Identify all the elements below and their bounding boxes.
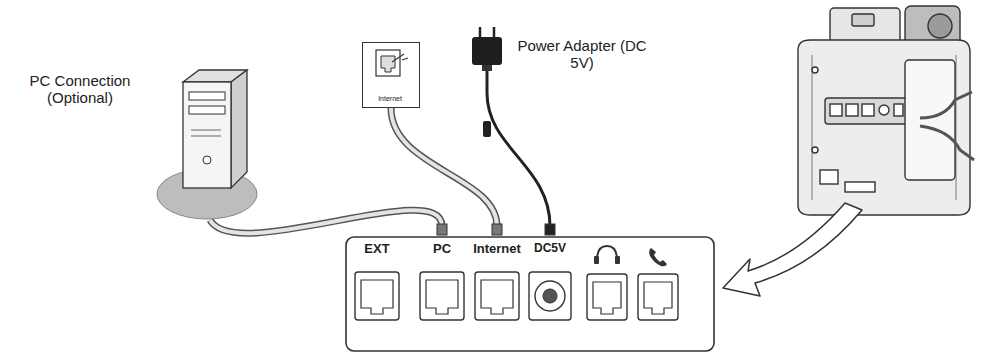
cable-plug — [437, 224, 447, 235]
port-label: DC5V — [534, 242, 566, 256]
port-label: Internet — [473, 242, 521, 257]
pc-tower: PC Connection (Optional) — [5, 60, 260, 220]
cable — [210, 210, 447, 235]
jack-label: Internet — [363, 95, 417, 103]
device-label: PC Connection (Optional) — [7, 72, 153, 107]
cable-line — [487, 93, 550, 226]
pc-tower-drawing — [155, 60, 260, 220]
pointer-arrow — [723, 203, 862, 296]
cable-plug — [545, 224, 555, 235]
port-label: EXT — [364, 242, 389, 257]
cable-line — [210, 210, 442, 233]
cable-line — [391, 108, 497, 226]
device-label: Power Adapter (DC 5V) — [517, 37, 647, 72]
port-label: PC — [433, 242, 451, 257]
port-panel-drawing — [345, 236, 715, 352]
internet-wall-jack: Internet — [362, 42, 420, 108]
power-adapter: Power Adapter (DC 5V) — [465, 25, 655, 93]
cable — [391, 108, 502, 235]
cable — [483, 93, 555, 235]
cable-line — [391, 108, 497, 226]
port-panel: EXT PC Internet DC5V — [345, 236, 715, 352]
phone-back-view — [798, 6, 974, 215]
cable-ferrite — [483, 121, 491, 137]
cable-plug — [492, 224, 502, 235]
power-plug-drawing — [465, 25, 509, 93]
cable-line — [210, 210, 442, 233]
